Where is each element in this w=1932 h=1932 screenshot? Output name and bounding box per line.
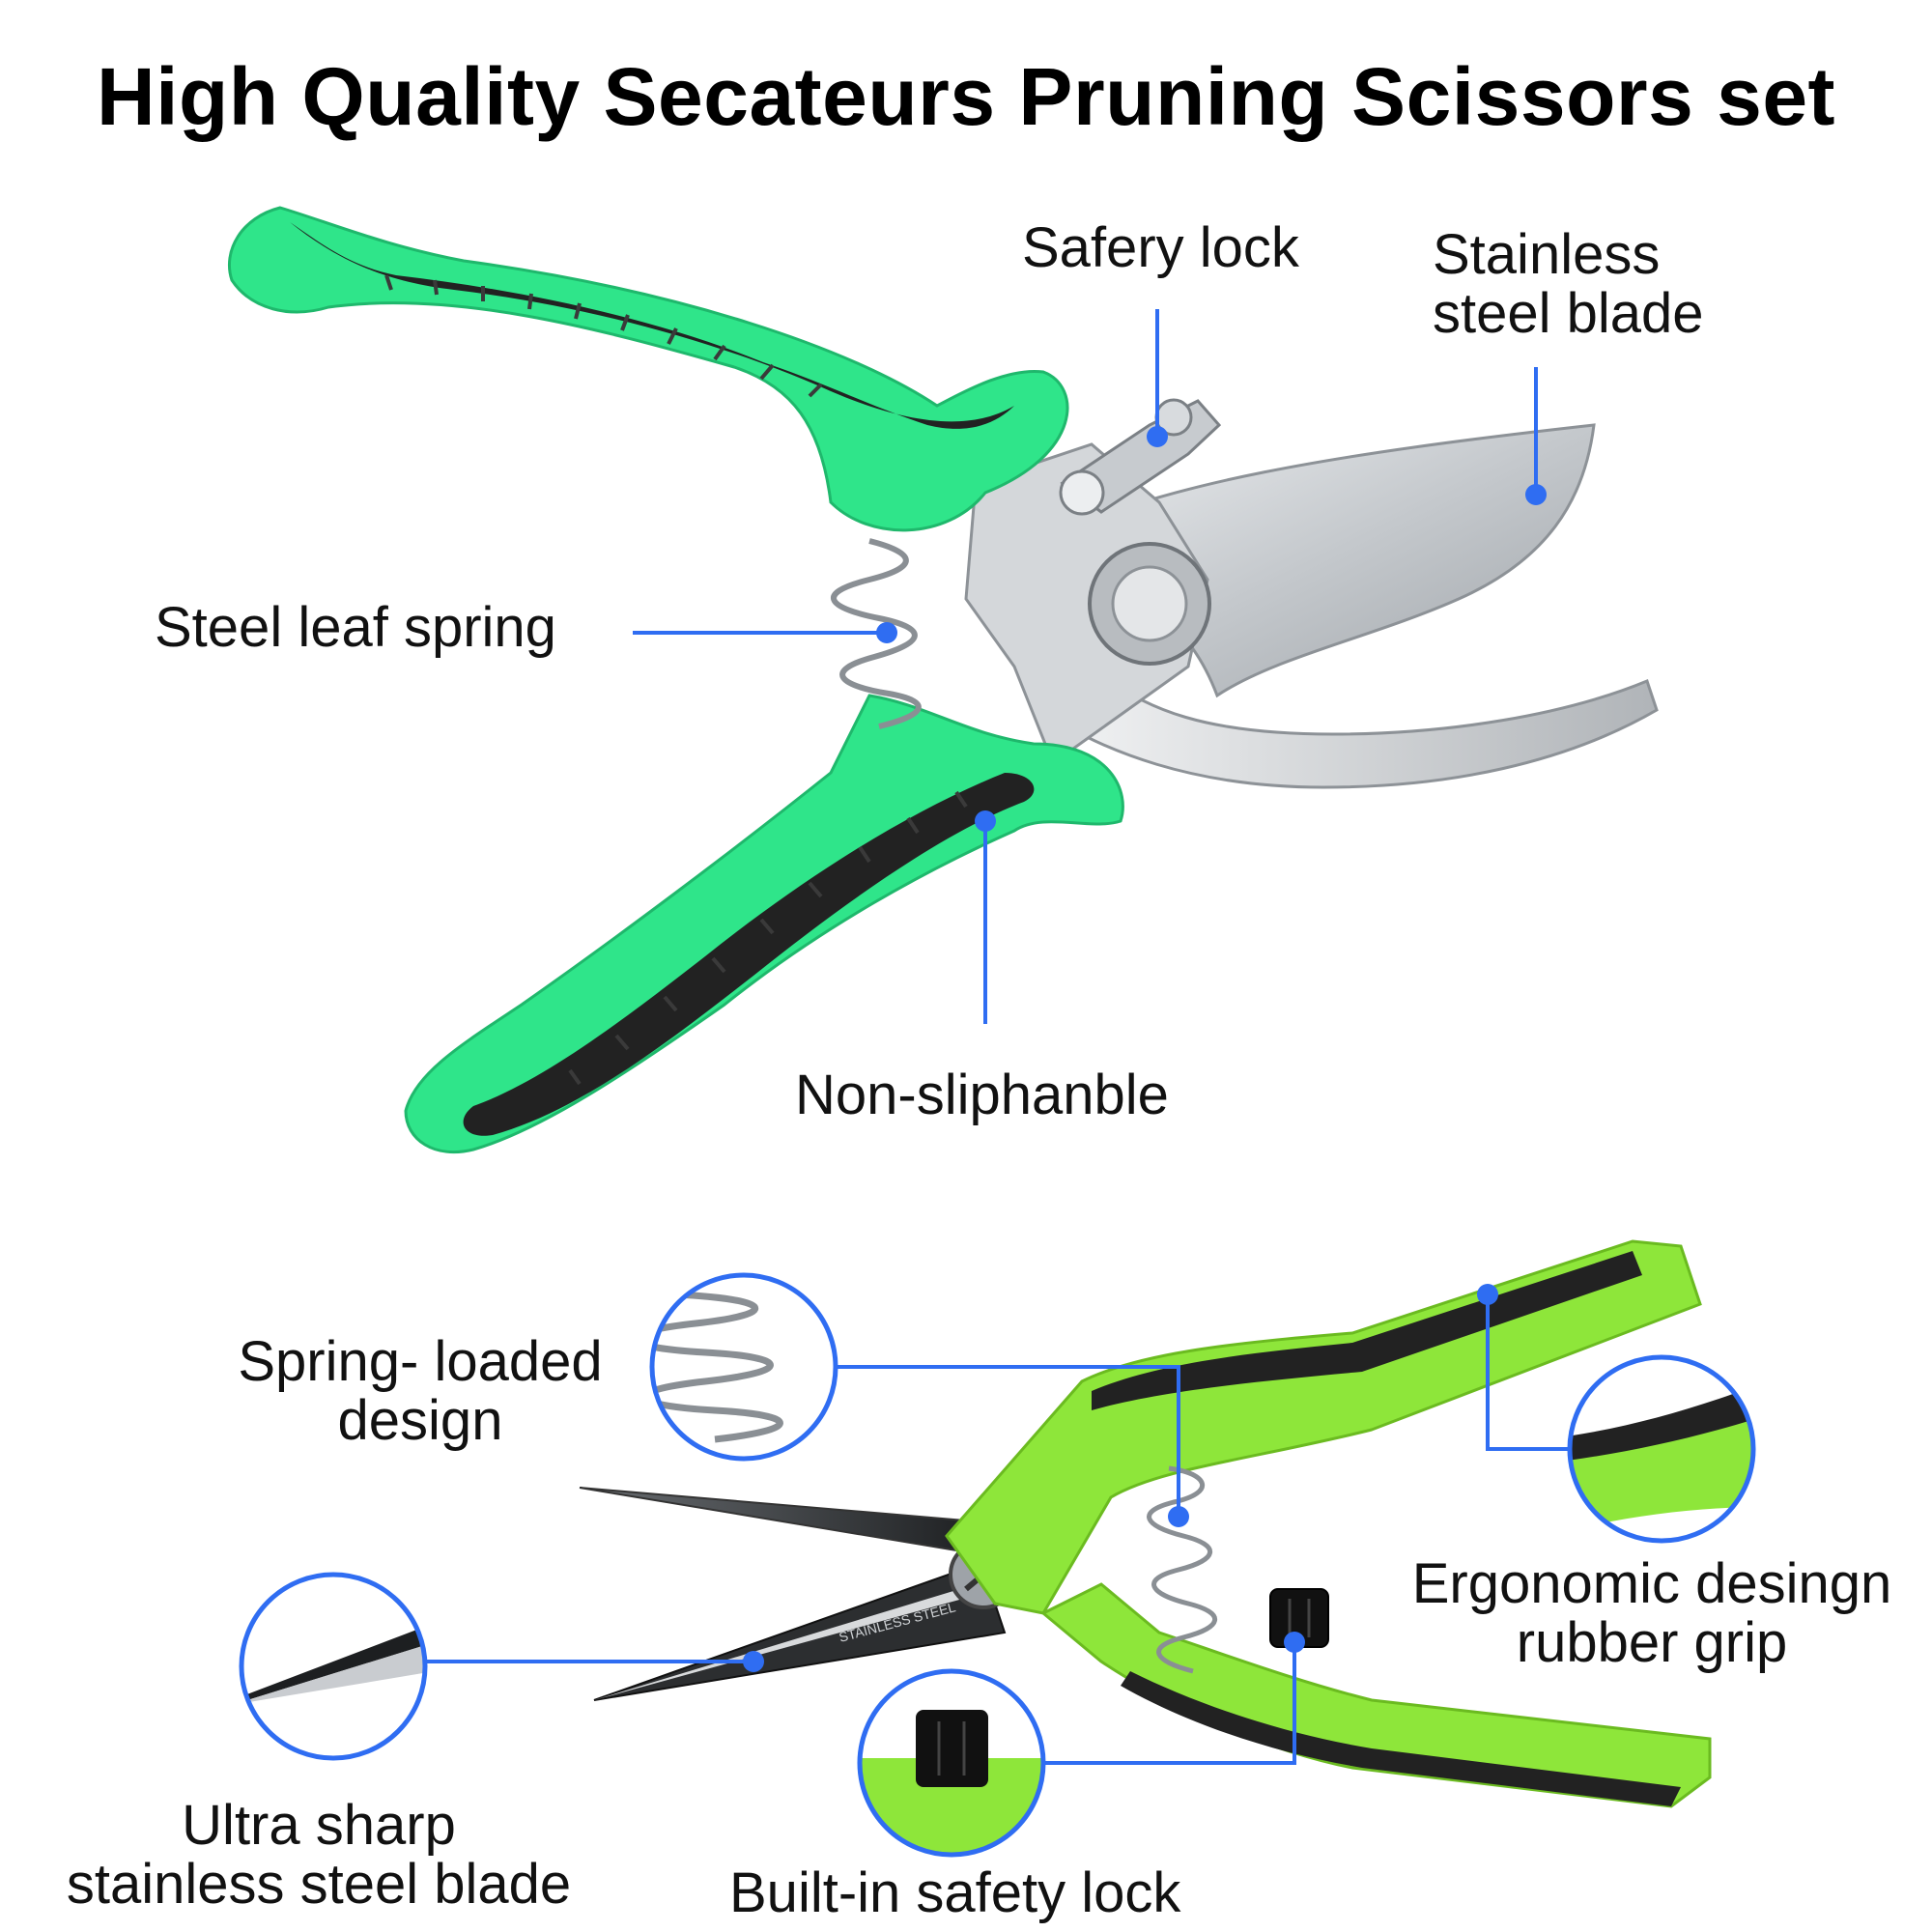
label-line-1: Spring- loaded: [238, 1330, 603, 1393]
label-line-2: steel blade: [1433, 281, 1704, 345]
label-line-1: Stainless: [1433, 223, 1661, 286]
detail-lock-zoom: [857, 1668, 1046, 1858]
detail-spring-zoom: [649, 1272, 838, 1462]
label-built-in-safety-lock: Built-in safety lock: [729, 1861, 1181, 1924]
label-ergonomic-grip: Ergonomic desingn rubber grip: [1401, 1552, 1903, 1674]
detail-blade-zoom: [239, 1572, 428, 1761]
upper-handle: [227, 206, 1069, 532]
label-ultra-sharp-blade: Ultra sharp stainless steel blade: [39, 1794, 599, 1916]
snip-coil-spring: [1147, 1465, 1217, 1674]
detail-grip-zoom: [1567, 1354, 1756, 1544]
upper-snip-grip: [1092, 1251, 1642, 1410]
lower-grip-ribs: [568, 790, 968, 1086]
callout-lines: [425, 309, 1570, 1765]
label-line-1: Ultra sharp: [182, 1794, 456, 1857]
label-line-2: stainless steel blade: [66, 1852, 572, 1916]
upper-grip-ribs: [384, 274, 823, 398]
label-stainless-steel-blade: Stainless steel blade: [1433, 223, 1704, 345]
label-non-slip: Non-sliphanble: [795, 1064, 1169, 1126]
label-safety-lock: Safery lock: [1022, 216, 1299, 279]
lower-blade: [1031, 654, 1659, 789]
lower-snip-grip: [1121, 1671, 1681, 1806]
label-line-2: rubber grip: [1516, 1610, 1788, 1674]
label-line-1: Ergonomic desingn: [1411, 1552, 1892, 1615]
upper-snip-blade: [579, 1487, 987, 1557]
lower-grip: [463, 773, 1035, 1136]
label-line-2: design: [337, 1388, 503, 1452]
bypass-pruner-illustration: [227, 206, 1659, 1154]
upper-snip-handle: [945, 1239, 1702, 1615]
page-title: High Quality Secateurs Pruning Scissors …: [96, 51, 1836, 142]
upper-grip: [290, 222, 1014, 429]
callout-dots: [743, 426, 1547, 1672]
micro-tip-snips-illustration: STAINLESS STEEL: [579, 1239, 1712, 1808]
label-spring-loaded: Spring- loaded design: [222, 1330, 618, 1452]
steel-leaf-spring: [831, 538, 922, 729]
label-steel-leaf-spring: Steel leaf spring: [155, 596, 556, 659]
